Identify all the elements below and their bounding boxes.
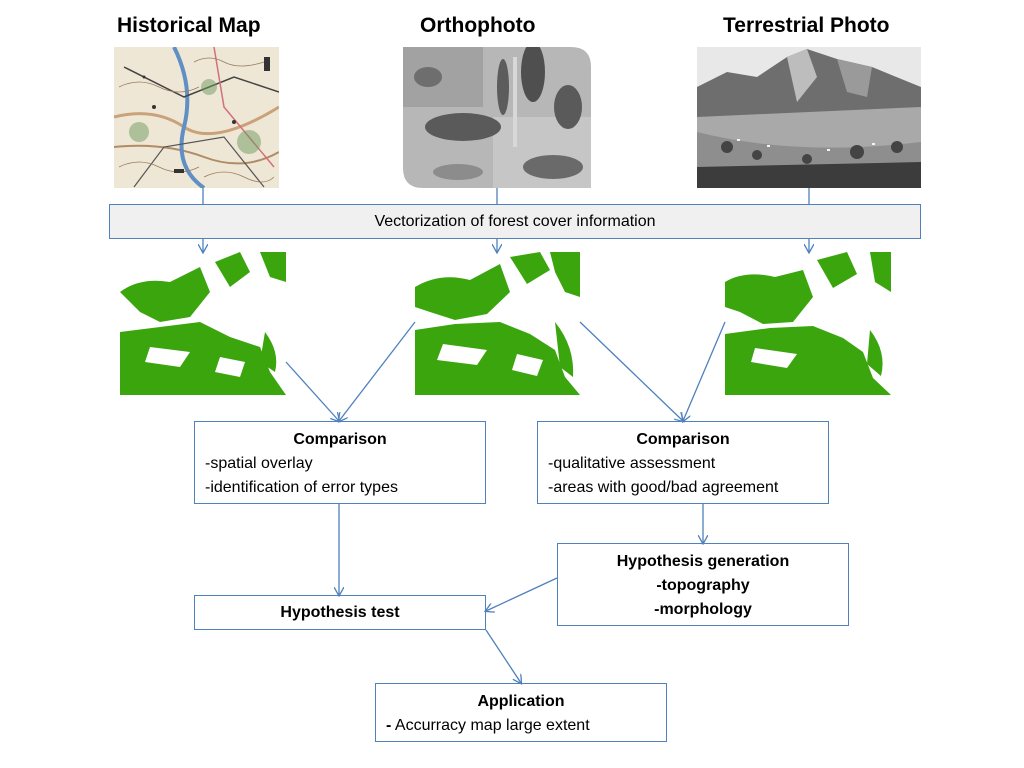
connector-arrow — [339, 321, 416, 421]
forest-vector-map-terrestrial — [725, 252, 891, 395]
hypothesis-generation-box: Hypothesis generation -topography -morph… — [557, 543, 849, 626]
hypothesis-generation-title: Hypothesis generation — [616, 553, 790, 570]
comparison-left-title: Comparison — [293, 431, 387, 448]
connector-arrow — [485, 629, 521, 683]
application-dash: - — [386, 717, 392, 734]
application-item: Accurracy map large extent — [391, 717, 590, 734]
comparison-right-item: -areas with good/bad agreement — [548, 479, 779, 496]
application-title: Application — [477, 693, 565, 710]
historical-map-title: Historical Map — [117, 14, 261, 37]
hypothesis-test-box: Hypothesis test — [194, 595, 486, 630]
historical-map-image — [114, 47, 279, 188]
comparison-left-item: -spatial overlay — [205, 455, 313, 472]
connector-arrow — [285, 361, 339, 421]
orthophoto-image — [403, 47, 591, 188]
comparison-left-item: -identification of error types — [205, 479, 398, 496]
connector-arrow — [579, 321, 683, 421]
hypothesis-generation-item: -topography — [656, 577, 750, 594]
orthophoto-title: Orthophoto — [420, 14, 536, 37]
vectorization-bar: Vectorization of forest cover informatio… — [109, 204, 921, 239]
comparison-right-box: Comparison -qualitative assessment -area… — [537, 421, 829, 504]
connector-arrow — [486, 577, 558, 611]
terrestrial-photo-title: Terrestrial Photo — [723, 14, 890, 37]
hypothesis-generation-item: -morphology — [654, 601, 752, 618]
terrestrial-photo-image — [697, 47, 921, 188]
connector-arrow — [683, 321, 726, 421]
forest-vector-map-historical — [120, 252, 286, 395]
application-box: Application - Accurracy map large extent — [375, 683, 667, 742]
comparison-left-box: Comparison -spatial overlay -identificat… — [194, 421, 486, 504]
comparison-right-item: -qualitative assessment — [548, 455, 716, 472]
forest-vector-map-orthophoto — [415, 252, 580, 395]
comparison-right-title: Comparison — [636, 431, 730, 448]
